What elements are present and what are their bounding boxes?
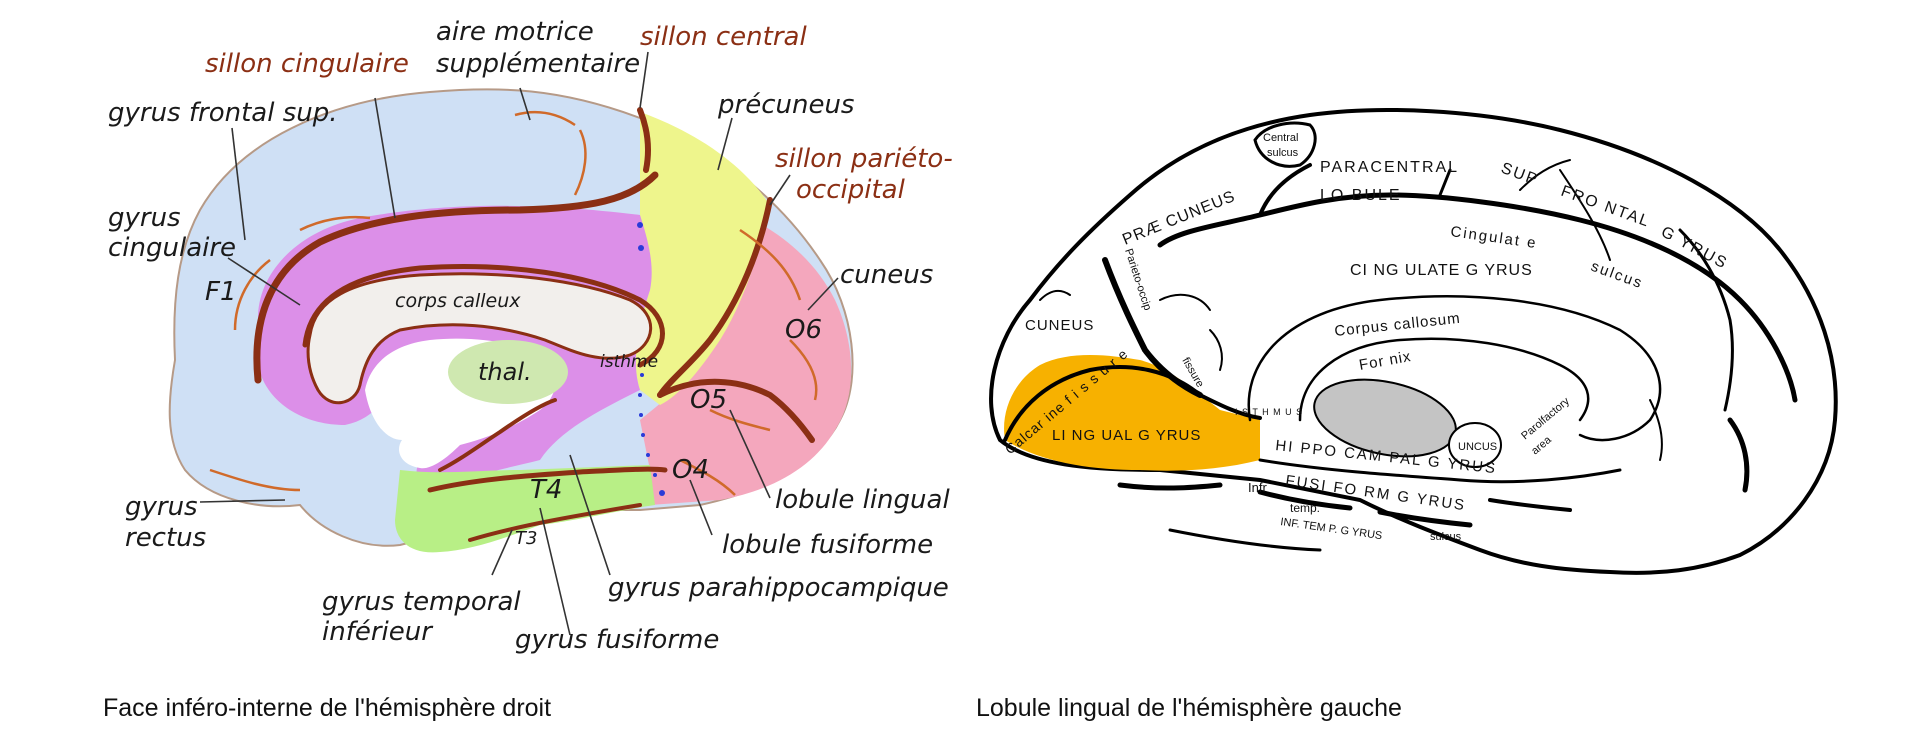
uncus-shape	[1448, 422, 1502, 468]
thalamus-shape	[448, 340, 568, 404]
lingual-gyrus-highlight	[1004, 355, 1260, 471]
label-gyrus-temporal: gyrus temporal	[322, 587, 521, 617]
label-inf-temp: INF. TEM P. G YRUS	[1280, 516, 1383, 542]
label-gyrus-frontal-sup: gyrus frontal sup.	[108, 98, 338, 128]
label-thal: thal.	[478, 358, 532, 386]
label-precuneus: précuneus	[717, 90, 854, 120]
label-isthme: isthme	[600, 352, 658, 372]
leader-lines	[199, 51, 839, 636]
cingulate-sulcus	[253, 171, 659, 384]
region-precuneus-yellow	[635, 112, 770, 405]
label-sillon-parieto: sillon pariéto-	[775, 144, 953, 174]
label-sillon-central: sillon central	[640, 22, 807, 52]
label-sulcus-small: sulcus	[1267, 147, 1299, 159]
label-aire-motrice: aire motrice	[436, 17, 594, 47]
label-paracentral: PARACENTRAL	[1320, 159, 1459, 176]
calcarine-sulcus	[657, 378, 815, 443]
label-f1: F1	[205, 277, 237, 307]
corpus-callosum-shape	[306, 272, 653, 405]
label-cuneus: CUNEUS	[1025, 317, 1094, 334]
right-sulci	[1003, 159, 1798, 552]
minor-sulci	[209, 111, 818, 496]
label-o6: O6	[785, 315, 822, 345]
label-o5: O5	[690, 385, 727, 415]
label-occipital: occipital	[796, 175, 906, 205]
region-cuneus-pink	[640, 200, 852, 505]
label-inferieur: inférieur	[322, 617, 434, 647]
label-infr: Infr	[1248, 480, 1267, 495]
label-gyrus-parahippocampique: gyrus parahippocampique	[608, 573, 949, 603]
right-diagram-panel: Central sulcus PARACENTRAL LO BULE SUP F…	[960, 0, 1906, 690]
left-caption: Face inféro-interne de l'hémisphère droi…	[103, 694, 552, 722]
label-gyrus: gyrus	[108, 203, 181, 233]
label-sulcus-low: sulcus	[1430, 531, 1462, 543]
label-supplementaire: supplémentaire	[436, 49, 640, 79]
label-gyrus-rectus-1: gyrus	[125, 492, 198, 522]
medial-hemisphere-left-drawing: Central sulcus PARACENTRAL LO BULE SUP F…	[989, 108, 1838, 575]
hippocampal-sulcus	[438, 398, 557, 472]
label-central: Central	[1263, 132, 1298, 144]
label-gyrus-fusiforme: gyrus fusiforme	[515, 625, 719, 655]
label-lobule-fusiforme: lobule fusiforme	[722, 530, 933, 560]
central-sulcus-patch	[1253, 121, 1317, 168]
label-cingulaire: cingulaire	[108, 233, 236, 263]
parieto-occipital-sulcus	[657, 197, 773, 398]
label-uncus: UNCUS	[1458, 441, 1497, 453]
label-t3: T3	[515, 528, 537, 549]
label-t4: T4	[530, 475, 562, 505]
label-cingulate-gyrus: CI NG ULATE G YRUS	[1350, 262, 1533, 279]
occipitotemporal-sulcus	[468, 503, 642, 542]
medial-hemisphere-right-illustration: aire motrice supplémentaire sillon centr…	[108, 17, 953, 655]
label-temp: temp.	[1290, 501, 1320, 515]
label-sillon-cingulaire: sillon cingulaire	[205, 49, 409, 79]
central-sulcus	[637, 107, 651, 173]
callosal-sulcus	[302, 264, 665, 368]
dotted-boundary	[637, 222, 665, 496]
label-gyrus-rectus-2: rectus	[125, 523, 206, 553]
left-diagram-panel: aire motrice supplémentaire sillon centr…	[0, 0, 960, 690]
label-lobule: LO BULE	[1320, 187, 1402, 204]
label-corps-calleux: corps calleux	[395, 290, 521, 312]
label-lingual-gyrus: LI NG UAL G YRUS	[1052, 427, 1201, 444]
label-lobule-lingual: lobule lingual	[775, 485, 950, 515]
label-o4: O4	[672, 455, 709, 485]
label-cuneus: cuneus	[840, 260, 933, 290]
region-temporal-green	[395, 465, 655, 553]
label-isthmus: I S T H M U S	[1235, 407, 1303, 417]
right-caption: Lobule lingual de l'hémisphère gauche	[976, 694, 1402, 722]
